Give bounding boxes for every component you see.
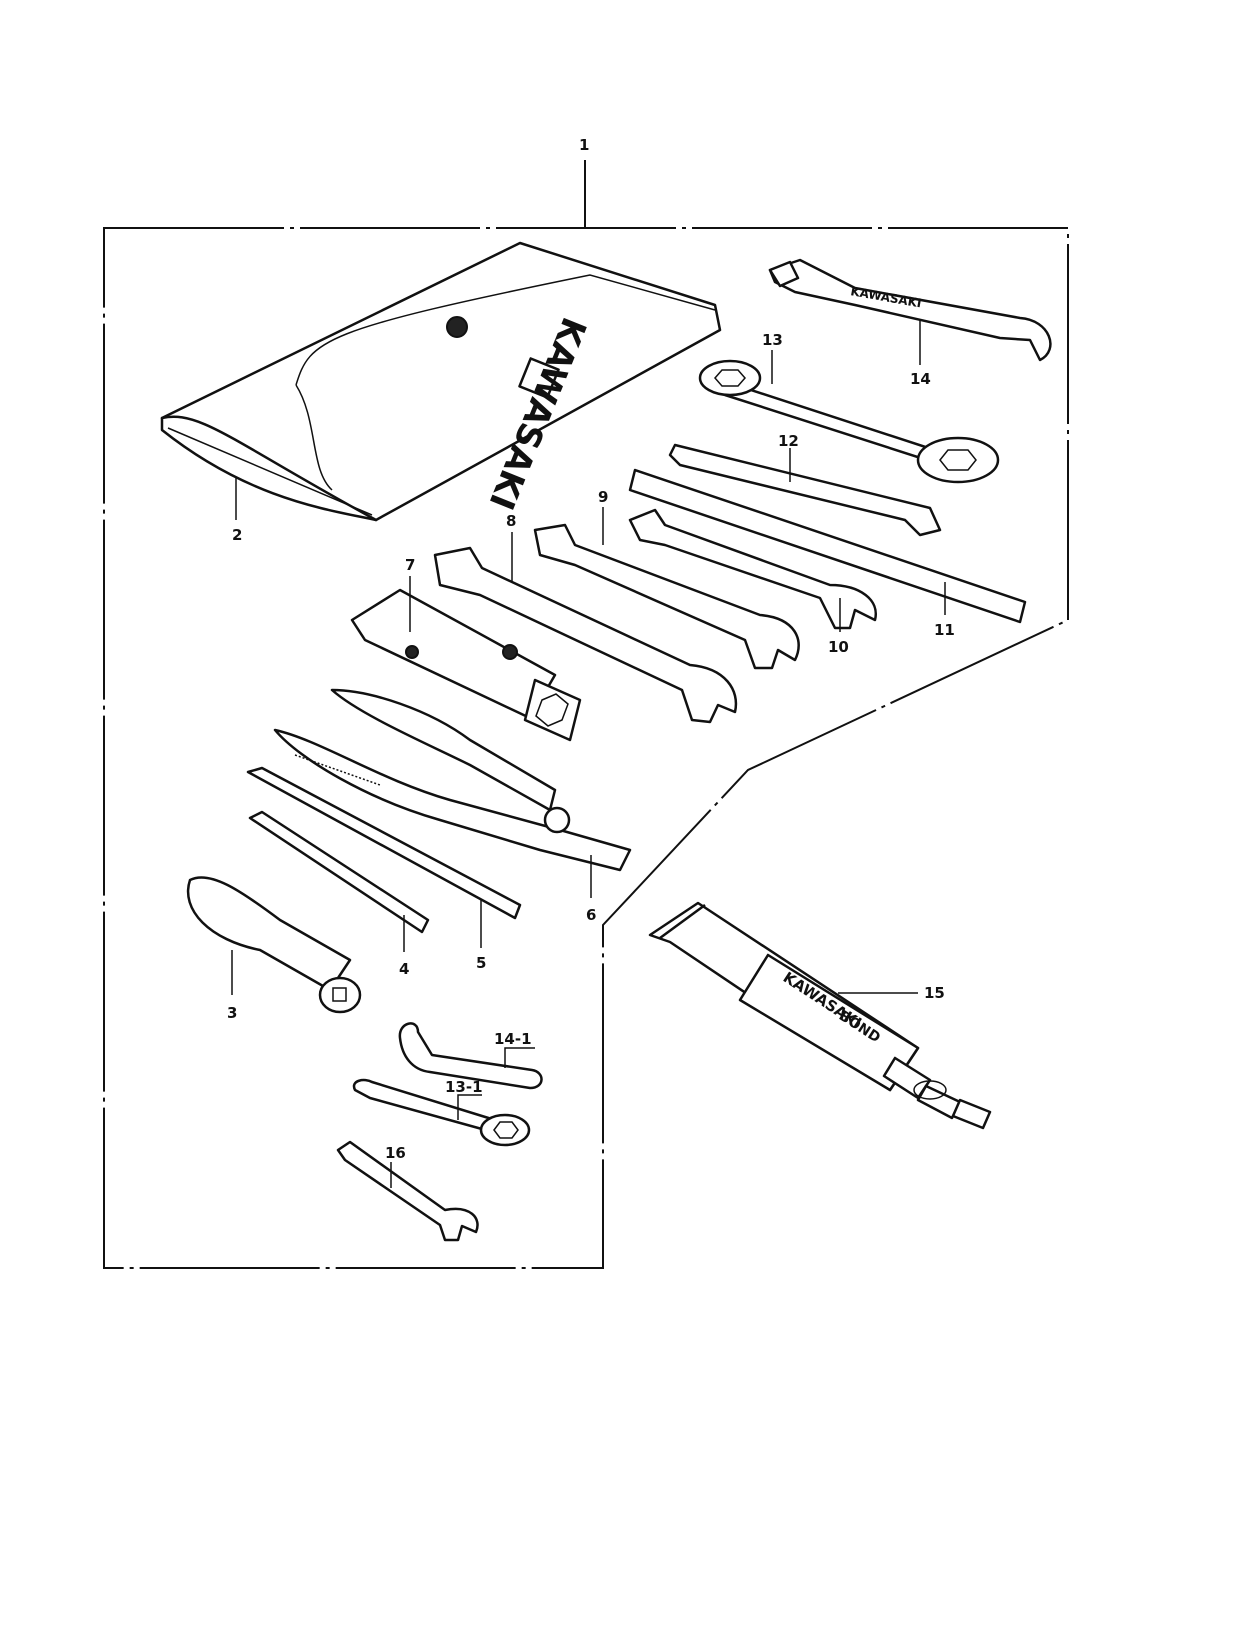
callout-6: 6 <box>586 906 596 924</box>
box-wrench <box>698 359 1000 484</box>
small-open-end-wrench <box>336 1140 479 1242</box>
callout-13: 13 <box>762 331 783 349</box>
callout-12: 12 <box>778 432 799 450</box>
callout-1: 1 <box>579 136 589 154</box>
callout-labels: 1 2 3 4 5 6 7 8 9 10 11 12 13 14 15 16 1… <box>227 136 955 1162</box>
callout-5: 5 <box>476 954 486 972</box>
callout-16: 16 <box>385 1144 406 1162</box>
kit-boundary-outline <box>103 160 1069 1269</box>
open-end-wrench-10 <box>628 508 878 630</box>
bond-tube: KAWASAKI BOND <box>648 901 992 1130</box>
screwdriver-shaft <box>628 468 1027 624</box>
callout-14: 14 <box>910 370 931 388</box>
callout-14-1: 14-1 <box>494 1030 532 1048</box>
callout-2: 2 <box>232 526 242 544</box>
screwdriver-handle <box>186 876 362 1014</box>
small-hook-spanner <box>398 1022 543 1090</box>
screwdriver-bit <box>248 810 430 934</box>
callout-9: 9 <box>598 488 608 506</box>
open-end-wrench-12 <box>668 443 942 537</box>
callout-13-1: 13-1 <box>445 1078 483 1096</box>
pliers <box>273 688 632 872</box>
open-end-wrench-8 <box>433 546 738 724</box>
double-ended-screwdriver <box>246 766 522 920</box>
leader-lines <box>231 320 946 1188</box>
callout-10: 10 <box>828 638 849 656</box>
callout-11: 11 <box>934 621 955 639</box>
callout-7: 7 <box>405 556 415 574</box>
callout-4: 4 <box>399 960 409 978</box>
hook-spanner: KAWASAKI <box>768 258 1052 362</box>
callout-8: 8 <box>506 512 516 530</box>
callout-3: 3 <box>227 1004 237 1022</box>
spark-plug-wrench <box>350 588 582 742</box>
open-end-wrench-9 <box>533 523 800 670</box>
callout-15: 15 <box>924 984 945 1002</box>
small-box-wrench <box>352 1078 531 1147</box>
